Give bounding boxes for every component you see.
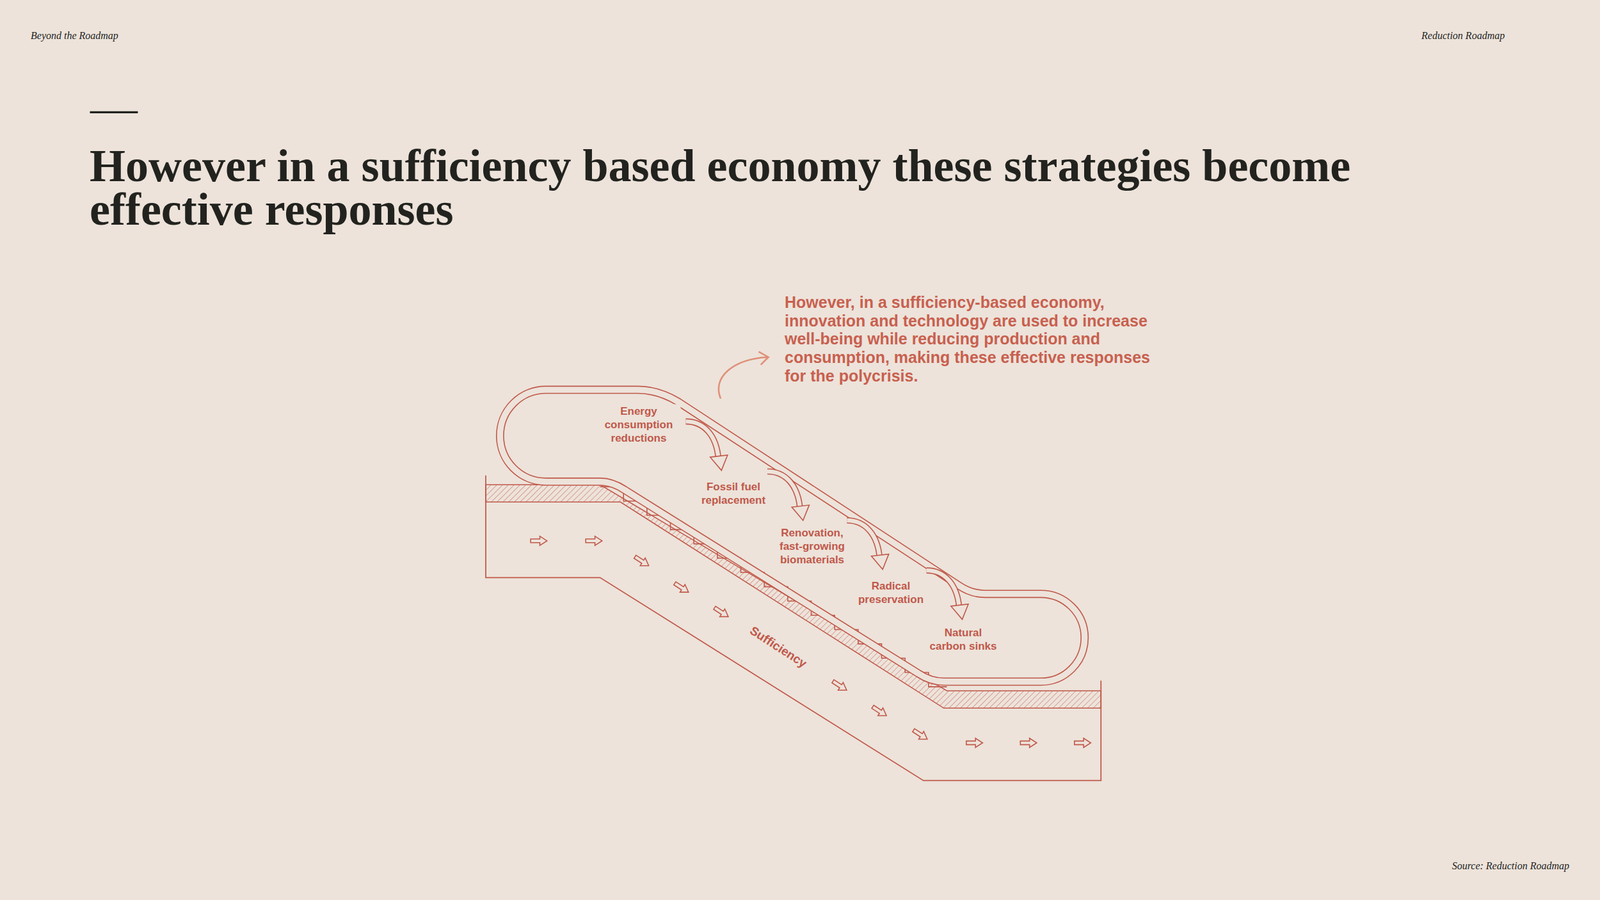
stage-label: Energy consumption reductions xyxy=(597,404,681,445)
callout-arrow xyxy=(718,352,769,399)
stage-label: Radical preservation xyxy=(852,579,930,607)
stage-label: Fossil fuel replacement xyxy=(695,480,773,507)
handrail xyxy=(499,389,1085,682)
flow-label: Sufficiency xyxy=(746,623,809,671)
flow-arrows xyxy=(530,536,1091,748)
escalator-body xyxy=(485,475,1101,781)
header-left: Beyond the Roadmap xyxy=(30,30,119,42)
header-right: Reduction Roadmap xyxy=(1421,30,1505,42)
title-rule xyxy=(90,111,139,114)
slide-title: However in a sufficiency based economy t… xyxy=(89,144,1370,232)
stage-label: Renovation, fast-growing biomaterials xyxy=(771,526,853,567)
stage-label: Natural carbon sinks xyxy=(924,625,1003,653)
callout-note: However, in a sufficiency-based economy,… xyxy=(784,293,1169,386)
source-note: Source: Reduction Roadmap xyxy=(1452,860,1570,872)
stage-arrows xyxy=(685,421,969,619)
